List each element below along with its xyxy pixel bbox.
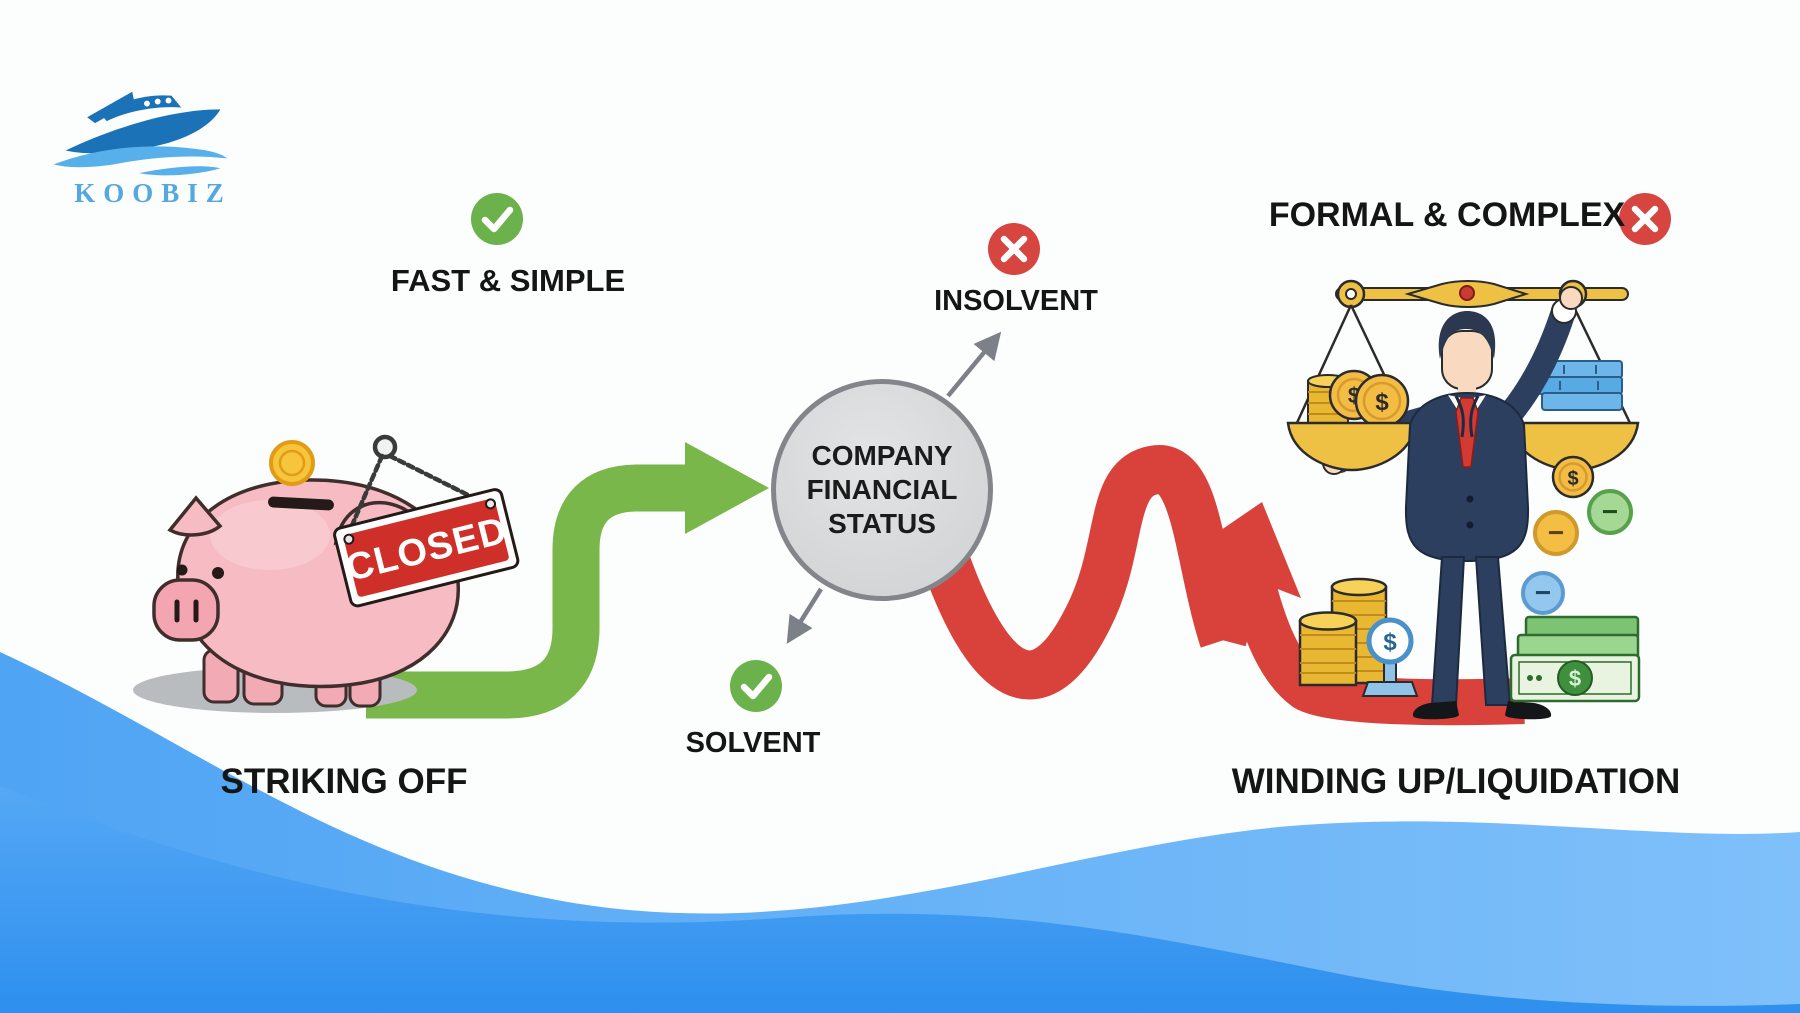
piggy-highlight <box>210 500 330 570</box>
solvent-label: SOLVENT <box>685 727 821 759</box>
check-icon <box>730 660 782 712</box>
svg-text:$: $ <box>1383 629 1397 656</box>
shoe <box>1412 701 1459 720</box>
sign-chain <box>347 453 385 533</box>
coin-slot <box>268 496 334 511</box>
svg-text:−: − <box>1548 517 1564 548</box>
dollar-coin-icon: $ <box>1551 455 1595 499</box>
dollar-coin-icon: $ <box>1354 373 1410 429</box>
minus-coin-icon: − <box>1587 489 1633 535</box>
svg-text:$: $ <box>1569 666 1581 691</box>
minus-coin-icon: − <box>1521 571 1565 615</box>
piggy-bank-illustration: CLOSED <box>133 434 520 713</box>
suit-button <box>1466 495 1474 503</box>
striking-off-title: STRIKING OFF <box>220 762 468 801</box>
liquidator-scale-illustration: $ $ <box>1286 279 1641 720</box>
hair <box>1438 311 1496 359</box>
fast-simple-tagline: FAST & SIMPLE <box>390 263 626 298</box>
cross-icon <box>1619 193 1671 245</box>
center-node-line: COMPANY <box>811 439 953 471</box>
front-wave <box>0 786 1800 1013</box>
right-hand <box>1559 286 1583 310</box>
winding-up-title: WINDING UP/LIQUIDATION <box>1231 762 1681 801</box>
insolvent-branch-arrow-icon <box>946 331 1002 398</box>
company-financial-status-node: COMPANY FINANCIAL STATUS <box>771 379 993 601</box>
lapel-line <box>1454 395 1465 438</box>
piggy-ear-left <box>167 495 223 537</box>
lapel-line <box>1469 395 1480 438</box>
insolvent-label: INSOLVENT <box>934 285 1098 317</box>
trouser-leg <box>1474 556 1512 706</box>
left-scale-pan <box>1286 421 1418 472</box>
center-node-line: FINANCIAL <box>806 473 958 505</box>
cross-icon <box>988 223 1040 275</box>
coin-stack <box>1298 611 1358 687</box>
piggy-eye <box>212 567 224 579</box>
solvent-branch-arrow-icon <box>786 587 823 644</box>
closed-sign: CLOSED <box>333 488 520 608</box>
koobiz-logo: KOOBIZ <box>44 80 254 209</box>
sign-hook-ring-icon <box>372 434 398 460</box>
suit-button <box>1466 521 1474 529</box>
piggy-snout <box>152 578 220 642</box>
green-flow-arrow-icon <box>366 442 769 719</box>
ship-icon <box>53 91 228 176</box>
svg-text:$: $ <box>1567 468 1578 490</box>
formal-complex-tagline: FORMAL & COMPLEX <box>1268 196 1626 234</box>
shoe <box>1505 701 1552 720</box>
face <box>1441 330 1493 390</box>
check-icon <box>471 193 523 245</box>
svg-text:−: − <box>1535 577 1551 608</box>
dollar-bills-stack: $ <box>1509 615 1641 703</box>
piggy-eye <box>176 564 188 576</box>
svg-text:$: $ <box>1375 389 1389 416</box>
suit-torso <box>1404 391 1530 563</box>
trouser-leg <box>1430 556 1466 706</box>
dollar-price-sign-icon: $ <box>1361 617 1419 697</box>
brand-name: KOOBIZ <box>74 178 232 208</box>
center-node-line: STATUS <box>828 508 936 540</box>
minus-coin-icon: − <box>1533 510 1579 556</box>
balance-beam <box>1335 279 1629 309</box>
cash-bundles-on-pan <box>1537 360 1623 411</box>
sign-chain <box>387 453 485 505</box>
svg-text:−: − <box>1602 496 1618 527</box>
gold-coin-icon <box>269 440 315 486</box>
